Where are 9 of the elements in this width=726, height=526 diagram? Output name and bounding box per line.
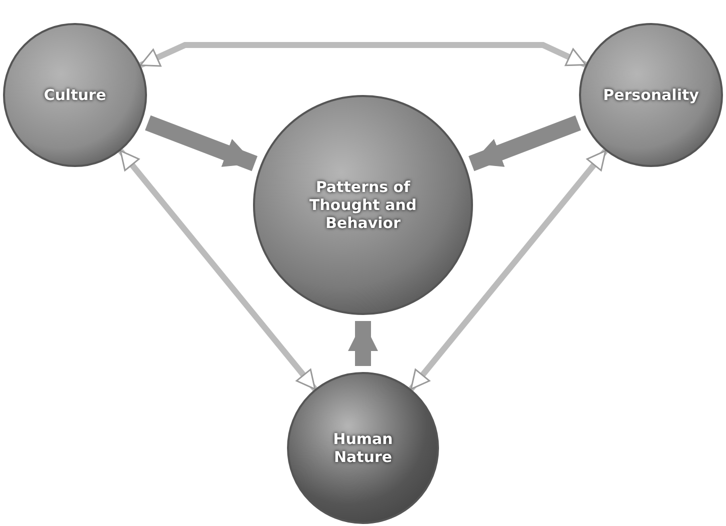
node-label: Human Nature — [332, 430, 394, 466]
arrow — [145, 115, 258, 172]
node-label: Personality — [603, 86, 699, 104]
node-label: Patterns of Thought and Behavior — [308, 178, 418, 232]
node-label: Culture — [44, 86, 106, 104]
arrow — [348, 321, 378, 366]
arrow — [139, 42, 587, 68]
arrow — [118, 148, 318, 391]
arrow — [468, 115, 581, 172]
